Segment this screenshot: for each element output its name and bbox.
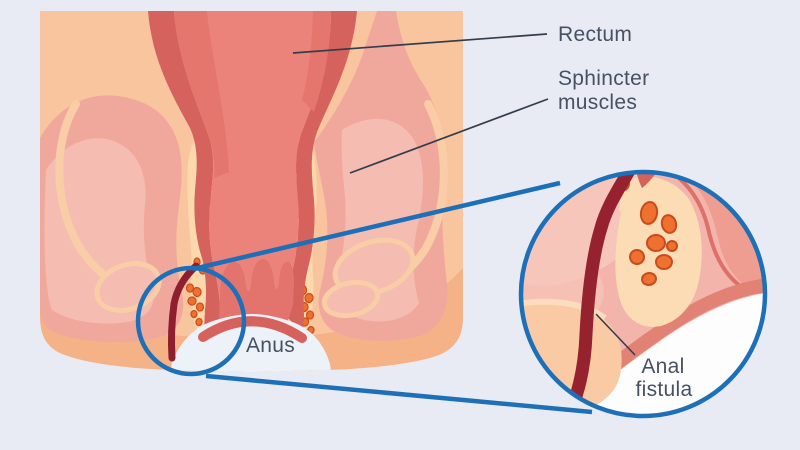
rectum-shading-left: [174, 11, 229, 178]
zoom-inset-circle: [518, 169, 768, 419]
sphincter-leader-line: [349, 98, 549, 174]
rectum-shading-right: [302, 11, 331, 112]
anus-label: Anus: [246, 334, 295, 357]
fistula-label-line1: Anal: [641, 355, 684, 378]
fistula-tract: [167, 262, 200, 362]
zoom-source-circle: [135, 265, 247, 377]
anal-columns: [219, 259, 294, 328]
fistula-leader-line: [595, 313, 636, 356]
fistula-label-line2: fistula: [636, 378, 693, 401]
anus-rim: [198, 316, 307, 343]
canal-wall: [148, 11, 357, 333]
rectum-leader-line: [292, 33, 548, 54]
zoom-connector-lower: [205, 373, 593, 415]
zoom-connector-upper: [192, 180, 561, 272]
anatomy-panel: [40, 11, 463, 372]
muscle-mass-right: [314, 11, 448, 341]
sphincter-label-line1: Sphincter: [558, 67, 649, 90]
muscle-mass-left: [40, 95, 184, 343]
inset-gland-area: [615, 176, 702, 327]
inset-fistula-tract: [564, 172, 643, 413]
rectum-label: Rectum: [558, 23, 632, 46]
sphincter-label-line2: muscles: [558, 91, 637, 114]
